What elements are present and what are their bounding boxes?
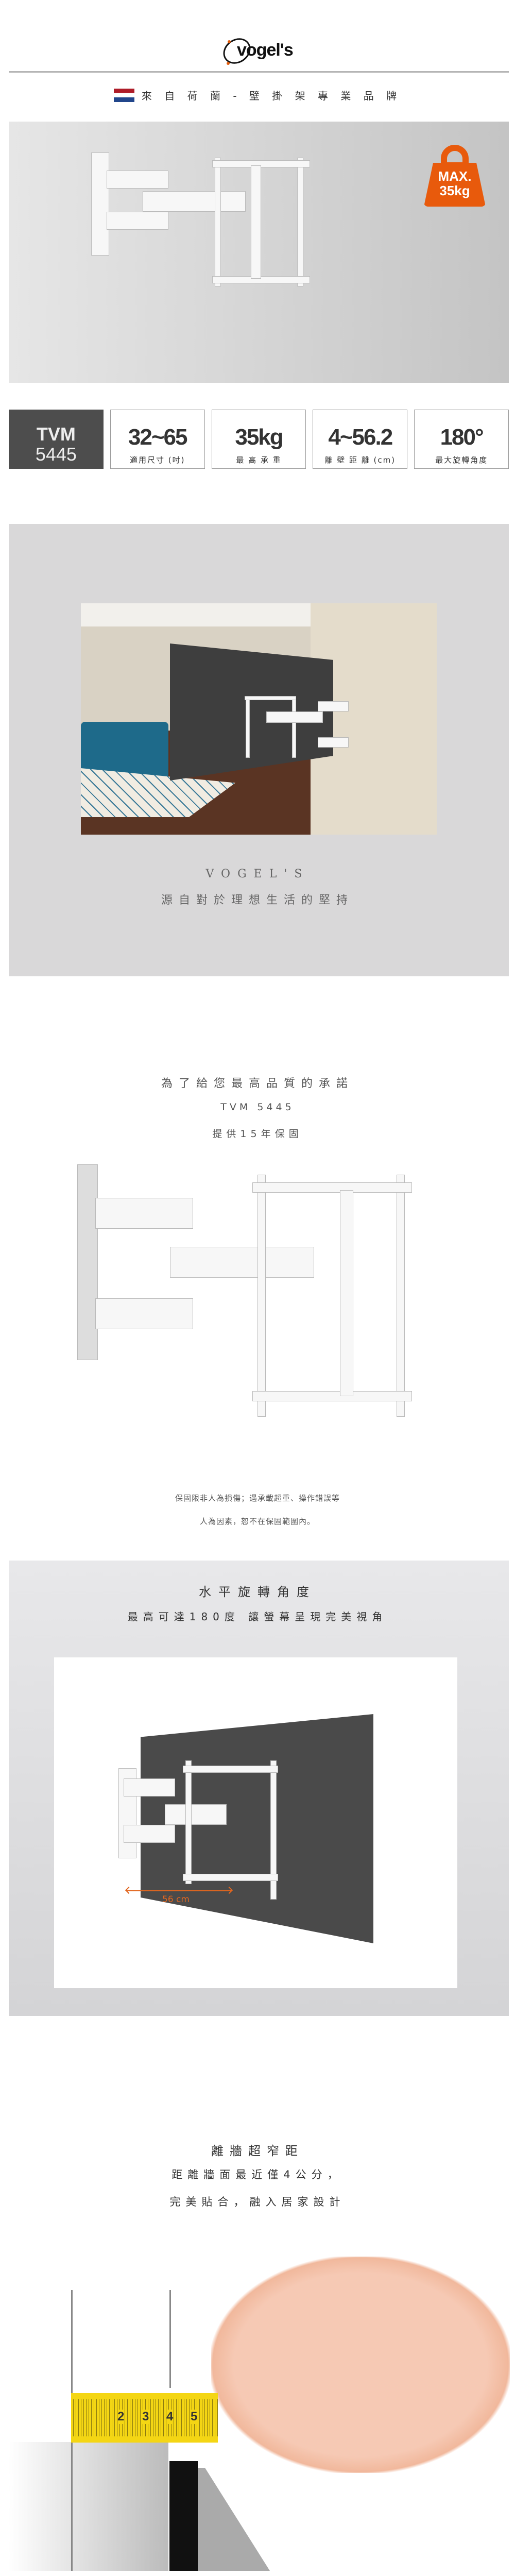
living-room-photo (81, 603, 437, 835)
warranty-years: 提供15年保固 (212, 1128, 303, 1140)
warranty-disclaimer-2: 人為因素，恕不在保固範圍內。 (199, 1517, 315, 1526)
netherlands-flag-icon (113, 88, 134, 102)
hand-image (211, 2257, 510, 2473)
slim-title: 離牆超窄距 (211, 2144, 304, 2158)
lifestyle-section: VOGEL'S 源自對於理想生活的堅持 (9, 524, 509, 976)
spec-rotation: 180°最大旋轉角度 (414, 410, 509, 469)
max-weight-badge: MAX.35kg (424, 145, 486, 207)
rotation-subtitle: 最高可達180度 讓螢幕呈現完美視角 (127, 1611, 388, 1623)
warranty-disclaimer: 保固限非人為損傷；遇承載超重、操作錯誤等 (175, 1494, 340, 1503)
tv-edge (169, 2461, 198, 2571)
tv-back (141, 1714, 373, 1943)
rotation-image: 56 cm (54, 1657, 457, 1988)
lifestyle-slogan: 源自對於理想生活的堅持 (161, 894, 354, 907)
rotation-title: 水平旋轉角度 (199, 1585, 316, 1599)
tv-side (198, 2468, 270, 2571)
measuring-tape: 2 3 4 5 (71, 2393, 218, 2443)
vogels-logo: vogel's (216, 33, 299, 69)
spec-model: TVM 5445 (9, 410, 104, 469)
hero-product-image: MAX.35kg (9, 122, 509, 383)
warranty-title: 為了給您最高品質的承諾 (161, 1077, 354, 1090)
lifestyle-brand: VOGEL'S (205, 868, 310, 880)
wall-shadow (9, 2442, 168, 2571)
tv-guide-line (169, 2290, 171, 2388)
header-divider (9, 71, 509, 73)
mount-product-image (67, 1154, 448, 1463)
brand-tagline: 來 自 荷 蘭 - 壁 掛 架 專 業 品 牌 (0, 88, 515, 103)
slim-line2: 完美貼合，融入居家設計 (169, 2196, 346, 2208)
warranty-model: TVM 5445 (220, 1101, 295, 1113)
distance-label: 56 cm (162, 1894, 190, 1905)
distance-arrow-icon (126, 1890, 232, 1891)
slim-line1: 距離牆面最近僅4公分， (171, 2168, 344, 2181)
